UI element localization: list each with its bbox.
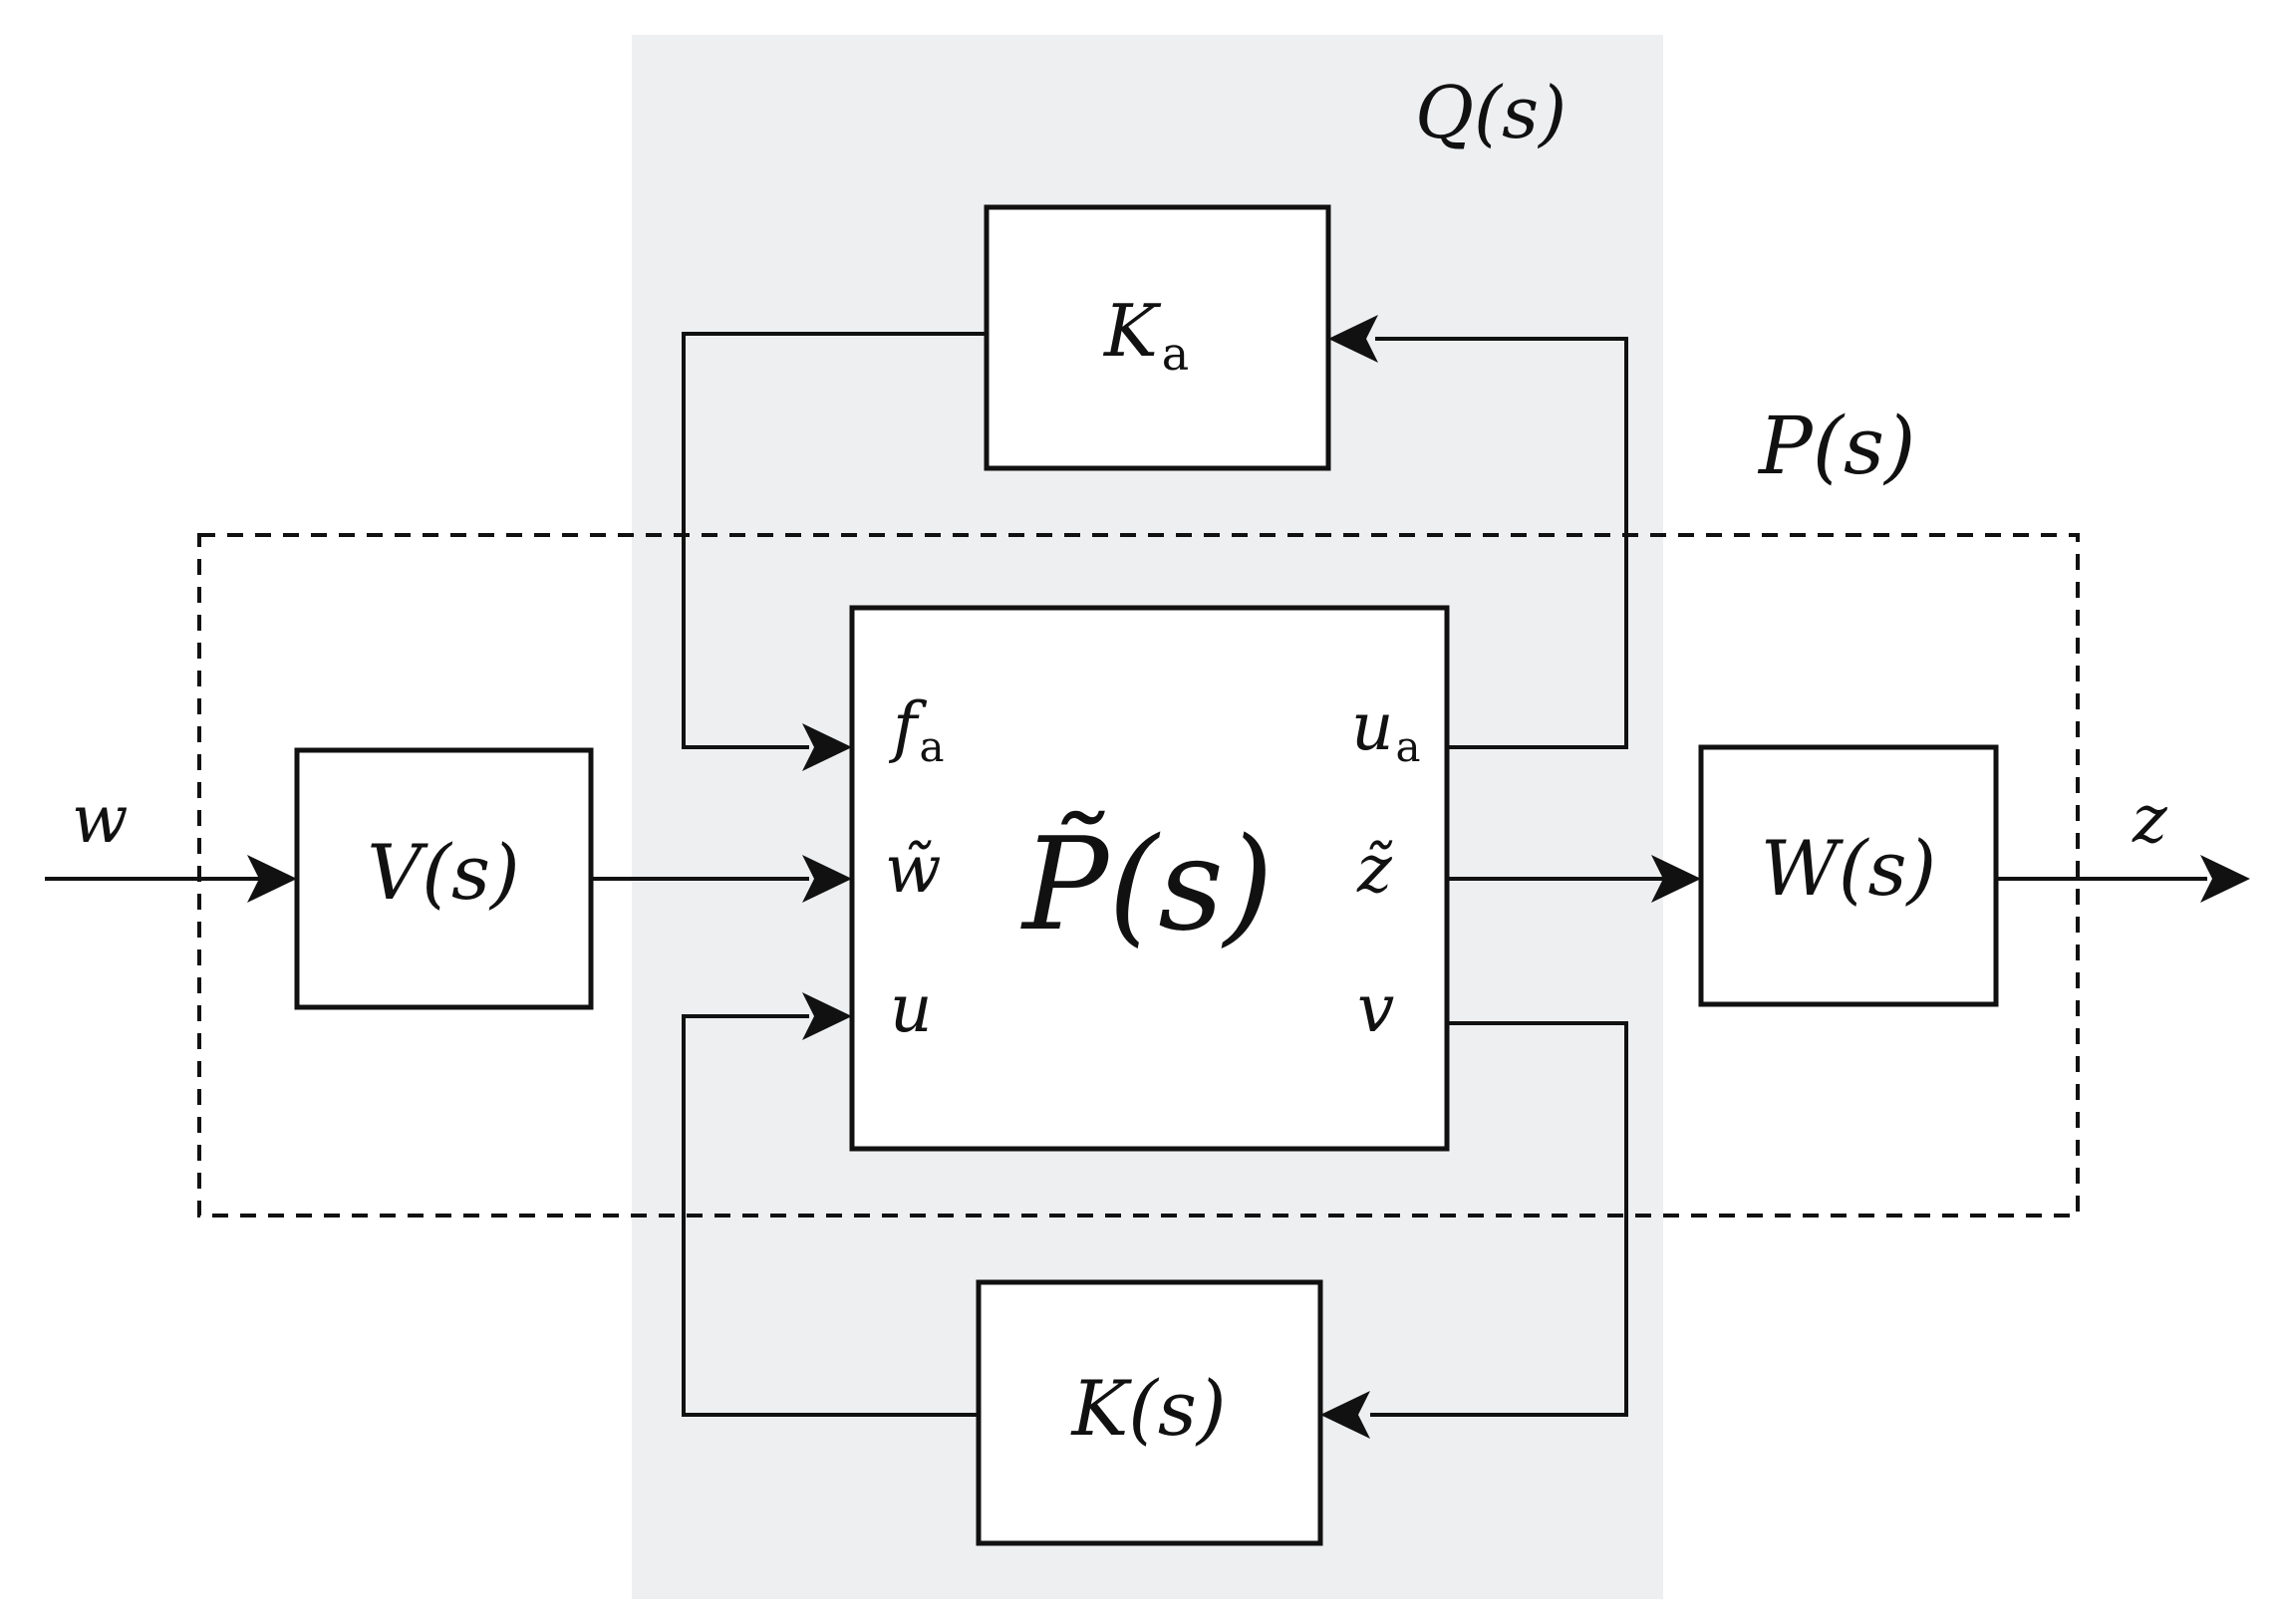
signal-w-label: w xyxy=(72,781,129,858)
v-block xyxy=(294,747,594,1010)
wire-k-to-u xyxy=(682,1014,979,1417)
p-tilde-block-label: P̃(s) xyxy=(1020,811,1274,959)
p-region-boundary xyxy=(197,533,2080,1218)
port-w-tilde-label: w̃ xyxy=(885,831,942,908)
signal-wires xyxy=(45,332,2207,1417)
w-block-label: W(s) xyxy=(1761,824,1936,913)
ka-block xyxy=(984,204,1331,471)
port-ua-label: ua xyxy=(1351,688,1421,771)
ka-block-label: Ka xyxy=(1102,289,1189,381)
k-block-label: K(s) xyxy=(1069,1364,1226,1453)
p-region-label: P(s) xyxy=(1757,400,1915,492)
q-region-label: Q(s) xyxy=(1415,71,1566,154)
arrowhead-into-k xyxy=(1320,1391,1370,1439)
arrowhead-into-w-tilde xyxy=(802,855,852,903)
arrowhead-into-v xyxy=(247,855,297,903)
port-v-label: v xyxy=(1357,970,1394,1047)
port-fa-label: fa xyxy=(888,688,944,771)
p-tilde-block xyxy=(849,605,1450,1152)
wire-ka-to-fa xyxy=(682,332,987,749)
wire-ua-to-ka xyxy=(1375,337,1628,749)
arrowhead-into-w xyxy=(1651,855,1701,903)
port-u-label: u xyxy=(890,970,933,1047)
arrowhead-z-out xyxy=(2200,855,2250,903)
arrowheads xyxy=(247,315,2250,1439)
wire-v-to-k xyxy=(1370,1021,1628,1417)
v-block-label: V(s) xyxy=(367,828,519,917)
port-z-tilde-label: z̃ xyxy=(1356,831,1393,908)
signal-z-label: z xyxy=(2132,781,2168,858)
k-block xyxy=(976,1279,1323,1546)
arrowhead-into-fa xyxy=(802,723,852,771)
arrowhead-into-ka xyxy=(1328,315,1378,363)
w-block xyxy=(1698,744,1999,1007)
arrowhead-into-u xyxy=(802,992,852,1040)
